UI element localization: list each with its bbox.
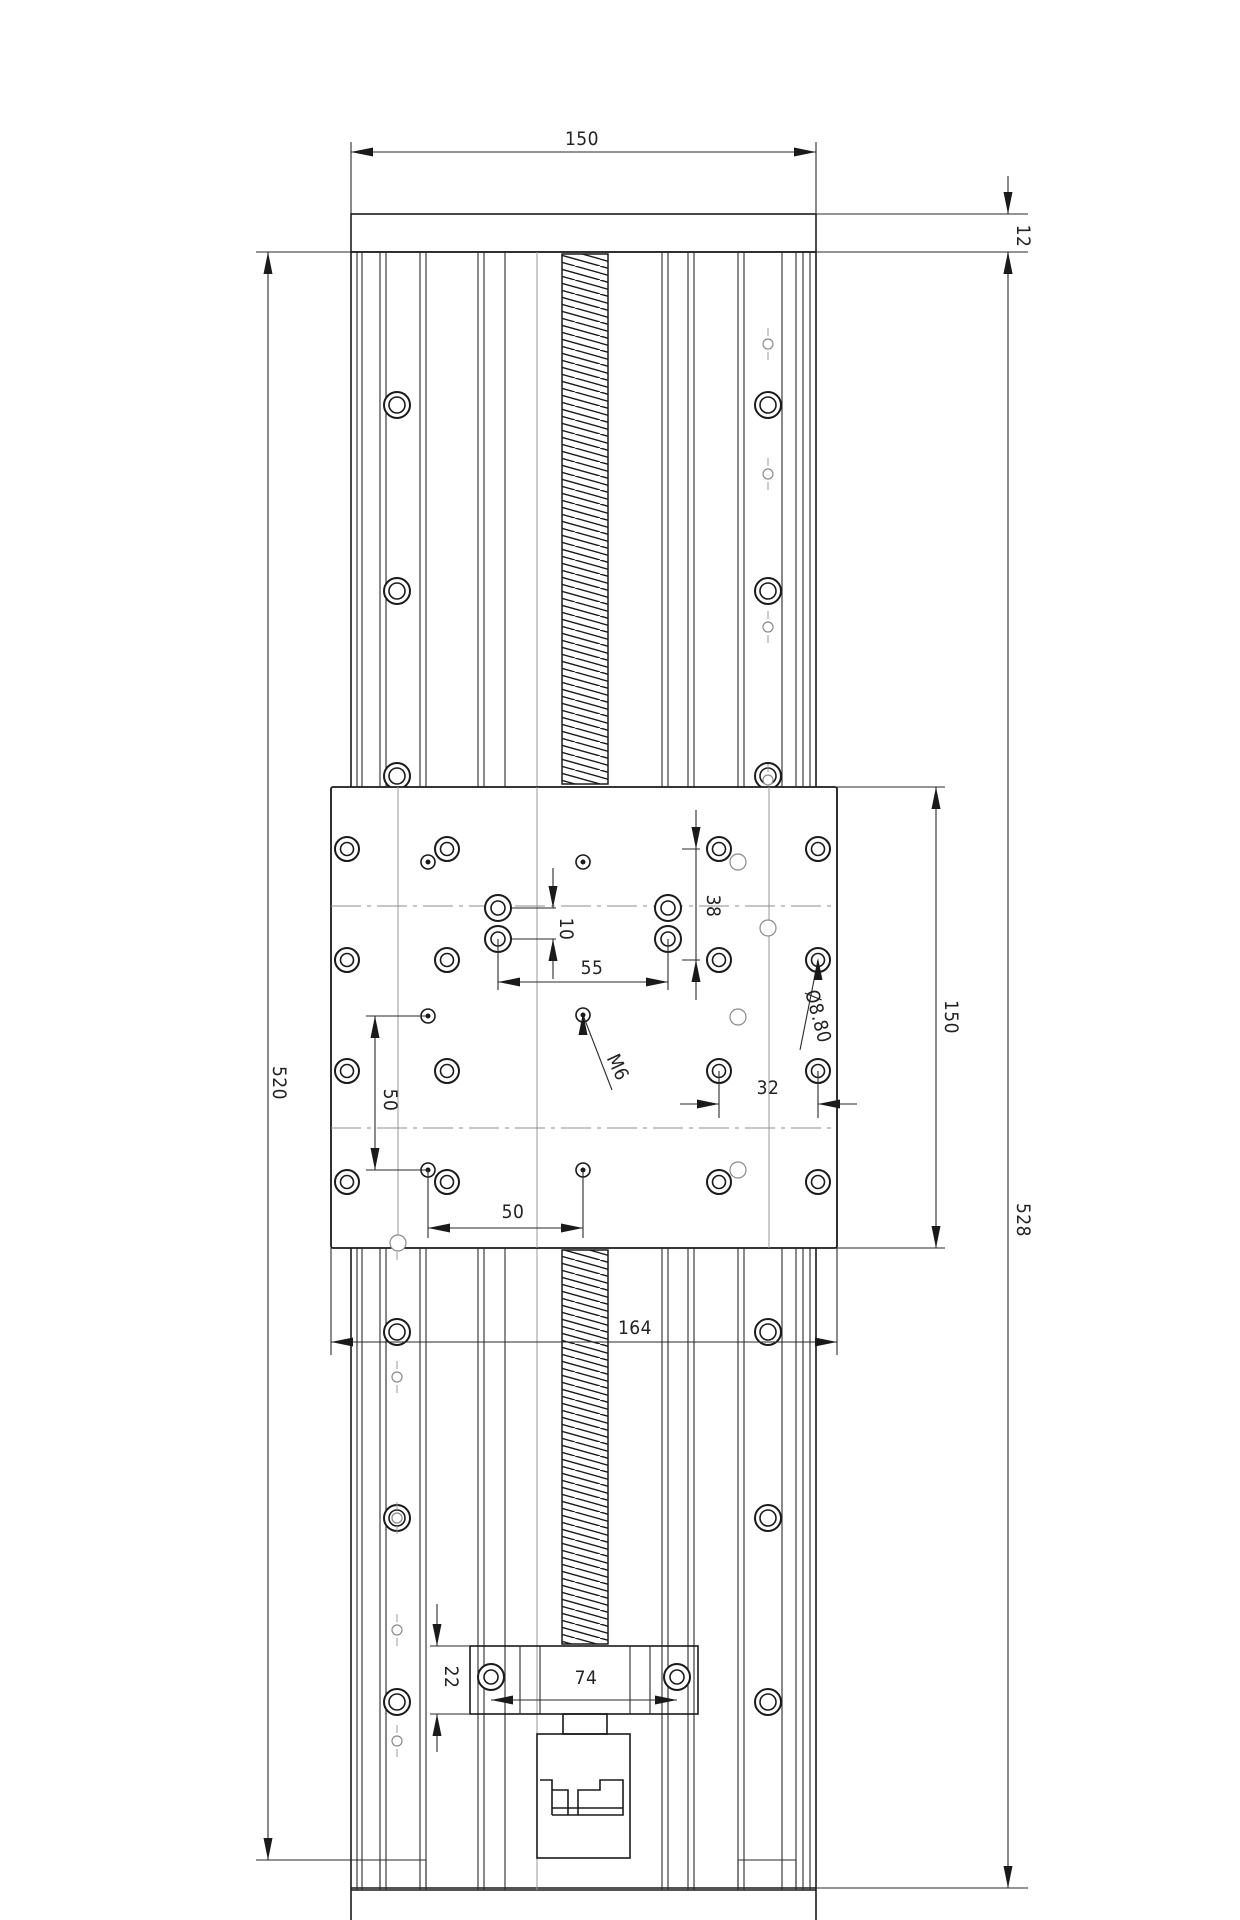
- nut-block-holes: [477, 1663, 691, 1691]
- dim-arrow: [370, 1016, 380, 1038]
- slot-mark: [762, 611, 774, 643]
- carriage-hole: [706, 947, 732, 973]
- carriage-hole: [706, 836, 732, 862]
- rail-hole: [383, 1318, 411, 1346]
- dim-arrow: [691, 960, 701, 982]
- slot-hole: [484, 894, 512, 922]
- pin-hole: [729, 853, 747, 871]
- dim-arrow: [498, 977, 520, 987]
- dim-overall-length: 528: [1012, 1203, 1034, 1237]
- pin-hole: [729, 1008, 747, 1026]
- rail-hole: [383, 1688, 411, 1716]
- pin-hole: [389, 1234, 407, 1252]
- motor-coupler: [536, 1713, 631, 1859]
- slot-hole: [654, 925, 682, 953]
- carriage-hole: [334, 947, 360, 973]
- dim-arrow: [432, 1624, 442, 1646]
- dim-arrow: [370, 1148, 380, 1170]
- carriage-hole: [434, 1058, 460, 1084]
- dim-arrow: [691, 827, 701, 849]
- dim-arrow: [548, 939, 558, 961]
- rail-hole: [754, 1318, 782, 1346]
- dim-nut-block-width: 74: [575, 1667, 598, 1689]
- dim-tap-spacing-y: 50: [379, 1089, 401, 1112]
- dim-top-width: 150: [565, 128, 599, 150]
- dim-arrow: [813, 958, 823, 980]
- dim-carriage-length: 150: [940, 1000, 962, 1034]
- dim-arrow: [931, 1226, 941, 1248]
- slot-mark: [762, 328, 774, 360]
- carriage-hole: [334, 1169, 360, 1195]
- dim-nut-block-height: 22: [440, 1666, 462, 1689]
- dim-arrow: [263, 252, 273, 274]
- rail-hole: [383, 391, 411, 419]
- rail-hole: [754, 391, 782, 419]
- slot-hole: [654, 894, 682, 922]
- dim-slot-pitch: 38: [702, 895, 724, 918]
- dim-arrow: [561, 1223, 583, 1233]
- carriage-hole: [706, 1169, 732, 1195]
- dim-arrow: [1003, 1866, 1013, 1888]
- dim-arrow: [1003, 192, 1013, 214]
- tapped-hole: [575, 854, 591, 870]
- dim-arrow: [578, 1013, 588, 1035]
- pin-hole: [729, 1161, 747, 1179]
- dimension-lines: [256, 142, 1028, 1889]
- carriage-hole: [334, 836, 360, 862]
- dim-slot-offset: 10: [555, 918, 577, 941]
- dim-carriage-width: 164: [618, 1317, 652, 1339]
- dim-hole-spacing-x: 32: [757, 1077, 780, 1099]
- dim-arrow: [548, 886, 558, 908]
- rail-hole: [754, 1688, 782, 1716]
- rail-holes: [383, 328, 782, 1757]
- profile-rails: [356, 252, 811, 1890]
- carriage-hole: [434, 1169, 460, 1195]
- pin-hole: [759, 919, 777, 937]
- carriage-hole: [434, 947, 460, 973]
- dim-arrow: [815, 1337, 837, 1347]
- carriage-hole: [805, 836, 831, 862]
- dim-arrow: [818, 1099, 840, 1109]
- slot-mark: [391, 1614, 403, 1646]
- dim-arrow: [794, 147, 816, 157]
- dim-arrow: [931, 787, 941, 809]
- dim-arrow: [331, 1337, 353, 1347]
- nut-block: [469, 1645, 699, 1715]
- dim-arrow: [432, 1714, 442, 1736]
- slot-mark: [391, 1361, 403, 1393]
- slot-mark: [762, 458, 774, 490]
- lead-screw: [561, 253, 609, 1645]
- dim-arrow: [428, 1223, 450, 1233]
- rail-hole: [754, 1504, 782, 1532]
- dim-arrow: [646, 977, 668, 987]
- dim-end-cap: 12: [1012, 225, 1034, 248]
- dim-rail-length: 520: [268, 1066, 290, 1100]
- dim-arrow: [491, 1695, 513, 1705]
- carriage-hole: [334, 1058, 360, 1084]
- carriage-holes: [334, 836, 831, 1252]
- dim-arrow: [351, 147, 373, 157]
- rail-hole: [383, 577, 411, 605]
- carriage-hole: [434, 836, 460, 862]
- slot-mark: [391, 1502, 403, 1534]
- rail-hole: [754, 577, 782, 605]
- dim-line: [582, 1014, 613, 1091]
- dim-tap-spacing-x: 50: [502, 1201, 525, 1223]
- dim-arrow: [655, 1695, 677, 1705]
- dim-arrow: [1003, 252, 1013, 274]
- carriage-hole: [805, 1169, 831, 1195]
- rail-hole: [383, 762, 411, 790]
- dim-arrow: [263, 1838, 273, 1860]
- tapped-hole: [420, 854, 436, 870]
- dim-arrow: [697, 1099, 719, 1109]
- dim-slot-spacing: 55: [581, 957, 604, 979]
- slot-mark: [391, 1725, 403, 1757]
